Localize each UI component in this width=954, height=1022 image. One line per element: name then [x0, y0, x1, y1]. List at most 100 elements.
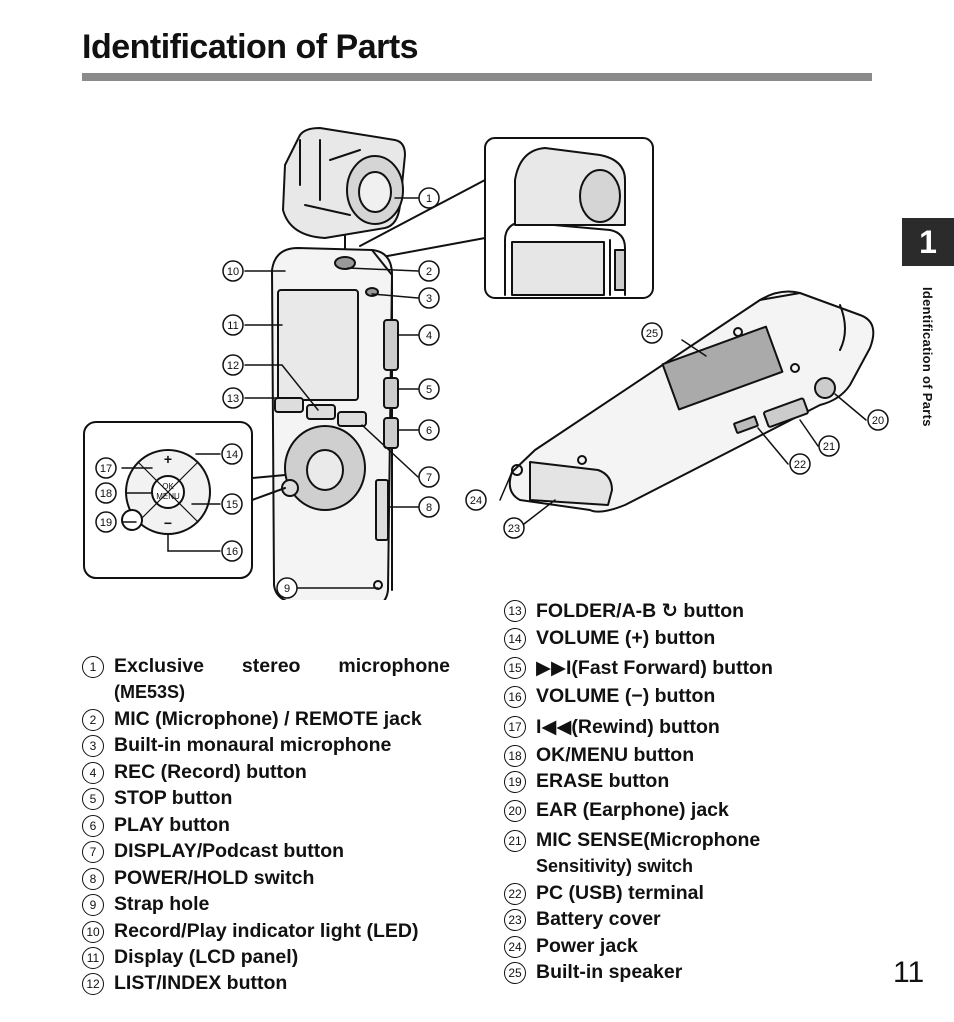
- item-number: 17: [504, 716, 526, 738]
- item-label: Built-in monaural microphone: [114, 734, 392, 756]
- callout-11: 11: [227, 320, 238, 332]
- keypad-plus-text: +: [164, 451, 172, 467]
- list-item: 8 POWER/HOLD switch: [82, 867, 314, 890]
- item-label: EAR (Earphone) jack: [536, 799, 729, 821]
- item-label: PC (USB) terminal: [536, 882, 704, 904]
- list-item: 10 Record/Play indicator light (LED): [82, 920, 418, 943]
- item-number: 16: [504, 686, 526, 708]
- list-item: 17 I◀◀(Rewind) button: [504, 715, 720, 739]
- list-item: 20 EAR (Earphone) jack: [504, 799, 729, 822]
- callout-13: 13: [227, 393, 239, 405]
- list-item: 2 MIC (Microphone) / REMOTE jack: [82, 708, 422, 731]
- callout-22: 22: [794, 459, 806, 471]
- item-label: Display (LCD panel): [114, 946, 299, 968]
- item-number: 13: [504, 600, 526, 622]
- item-number: 8: [82, 868, 104, 890]
- item-number: 15: [504, 657, 526, 679]
- list-item: 25 Built-in speaker: [504, 961, 682, 984]
- list-item: 11 Display (LCD panel): [82, 946, 298, 969]
- callouts: [95, 187, 889, 599]
- list-item: 4 REC (Record) button: [82, 761, 307, 784]
- microphone-illustration: [282, 127, 406, 251]
- recorder-rear: [508, 290, 875, 513]
- recorder-front: [271, 247, 399, 600]
- page-title: Identification of Parts: [82, 28, 419, 66]
- item-number: 19: [504, 771, 526, 793]
- callout-16: 16: [226, 546, 238, 558]
- callout-18: 18: [100, 488, 112, 500]
- callout-24: 24: [470, 495, 482, 507]
- item-label: FOLDER/A-B ↻ button: [536, 600, 745, 622]
- callout-8: 8: [426, 502, 432, 514]
- callout-9: 9: [284, 583, 290, 595]
- callout-12: 12: [227, 360, 239, 372]
- callout-labels: 1 2 3 4 5 6 7 8 9 10 11 12 13 14 17 18 1…: [100, 193, 884, 595]
- callout-7: 7: [426, 472, 432, 484]
- list-item: 21 MIC SENSE(Microphone Sensitivity) swi…: [504, 829, 760, 877]
- item-number: 2: [82, 709, 104, 731]
- item-number: 23: [504, 909, 526, 931]
- item-label: I◀◀(Rewind) button: [536, 716, 720, 738]
- callout-21: 21: [823, 441, 835, 453]
- callout-4: 4: [426, 330, 432, 342]
- item-number: 18: [504, 745, 526, 767]
- item-number: 14: [504, 628, 526, 650]
- item-label-continued: (ME53S): [114, 682, 186, 702]
- chapter-tab: 1: [902, 218, 954, 266]
- item-label: POWER/HOLD switch: [114, 867, 315, 889]
- item-label: VOLUME (+) button: [536, 627, 716, 649]
- list-item: 6 PLAY button: [82, 814, 230, 837]
- callout-5: 5: [426, 384, 432, 396]
- item-label: Power jack: [536, 935, 638, 957]
- zoom-inset: [354, 137, 654, 299]
- callout-23: 23: [508, 523, 520, 535]
- list-item: 5 STOP button: [82, 787, 232, 810]
- item-label: REC (Record) button: [114, 761, 307, 783]
- callout-17: 17: [100, 463, 112, 475]
- item-label: PLAY button: [114, 814, 230, 836]
- item-number: 25: [504, 962, 526, 984]
- item-number: 12: [82, 973, 104, 995]
- leader-lines: [121, 197, 867, 589]
- list-item: 13 FOLDER/A-B ↻ button: [504, 599, 744, 623]
- item-number: 4: [82, 762, 104, 784]
- list-item: 24 Power jack: [504, 935, 638, 958]
- list-item: 23 Battery cover: [504, 908, 661, 931]
- callout-15: 15: [226, 499, 238, 511]
- callout-10: 10: [227, 266, 239, 278]
- item-number: 9: [82, 894, 104, 916]
- item-label: Record/Play indicator light (LED): [114, 920, 419, 942]
- list-item: 12 LIST/INDEX button: [82, 972, 287, 995]
- item-label: DISPLAY/Podcast button: [114, 840, 345, 862]
- list-item: 18 OK/MENU button: [504, 744, 694, 767]
- list-item: 22 PC (USB) terminal: [504, 882, 704, 905]
- item-label: LIST/INDEX button: [114, 972, 288, 994]
- item-number: 22: [504, 883, 526, 905]
- item-label: MIC (Microphone) / REMOTE jack: [114, 708, 422, 730]
- callout-3: 3: [426, 293, 432, 305]
- callout-25: 25: [646, 328, 658, 340]
- item-label: STOP button: [114, 787, 233, 809]
- item-label: VOLUME (−) button: [536, 685, 716, 707]
- item-number: 24: [504, 936, 526, 958]
- item-label: Exclusive stereo microphone: [114, 655, 450, 677]
- list-item: 14 VOLUME (+) button: [504, 627, 715, 650]
- list-item: 7 DISPLAY/Podcast button: [82, 840, 344, 863]
- title-rule: [82, 73, 872, 81]
- item-number: 21: [504, 830, 526, 852]
- list-item: 1 Exclusive stereo microphone (ME53S): [82, 655, 450, 703]
- item-number: 5: [82, 788, 104, 810]
- item-number: 3: [82, 735, 104, 757]
- list-item: 3 Built-in monaural microphone: [82, 734, 391, 757]
- keypad-menu-text: MENU: [156, 492, 180, 501]
- callout-2: 2: [426, 266, 432, 278]
- item-label: Strap hole: [114, 893, 210, 915]
- item-number: 11: [82, 947, 104, 969]
- item-number: 20: [504, 800, 526, 822]
- item-label: Built-in speaker: [536, 961, 683, 983]
- item-label: ▶▶I(Fast Forward) button: [536, 657, 773, 679]
- callout-1: 1: [426, 193, 432, 205]
- list-item: 9 Strap hole: [82, 893, 209, 916]
- item-number: 7: [82, 841, 104, 863]
- item-number: 1: [82, 656, 104, 678]
